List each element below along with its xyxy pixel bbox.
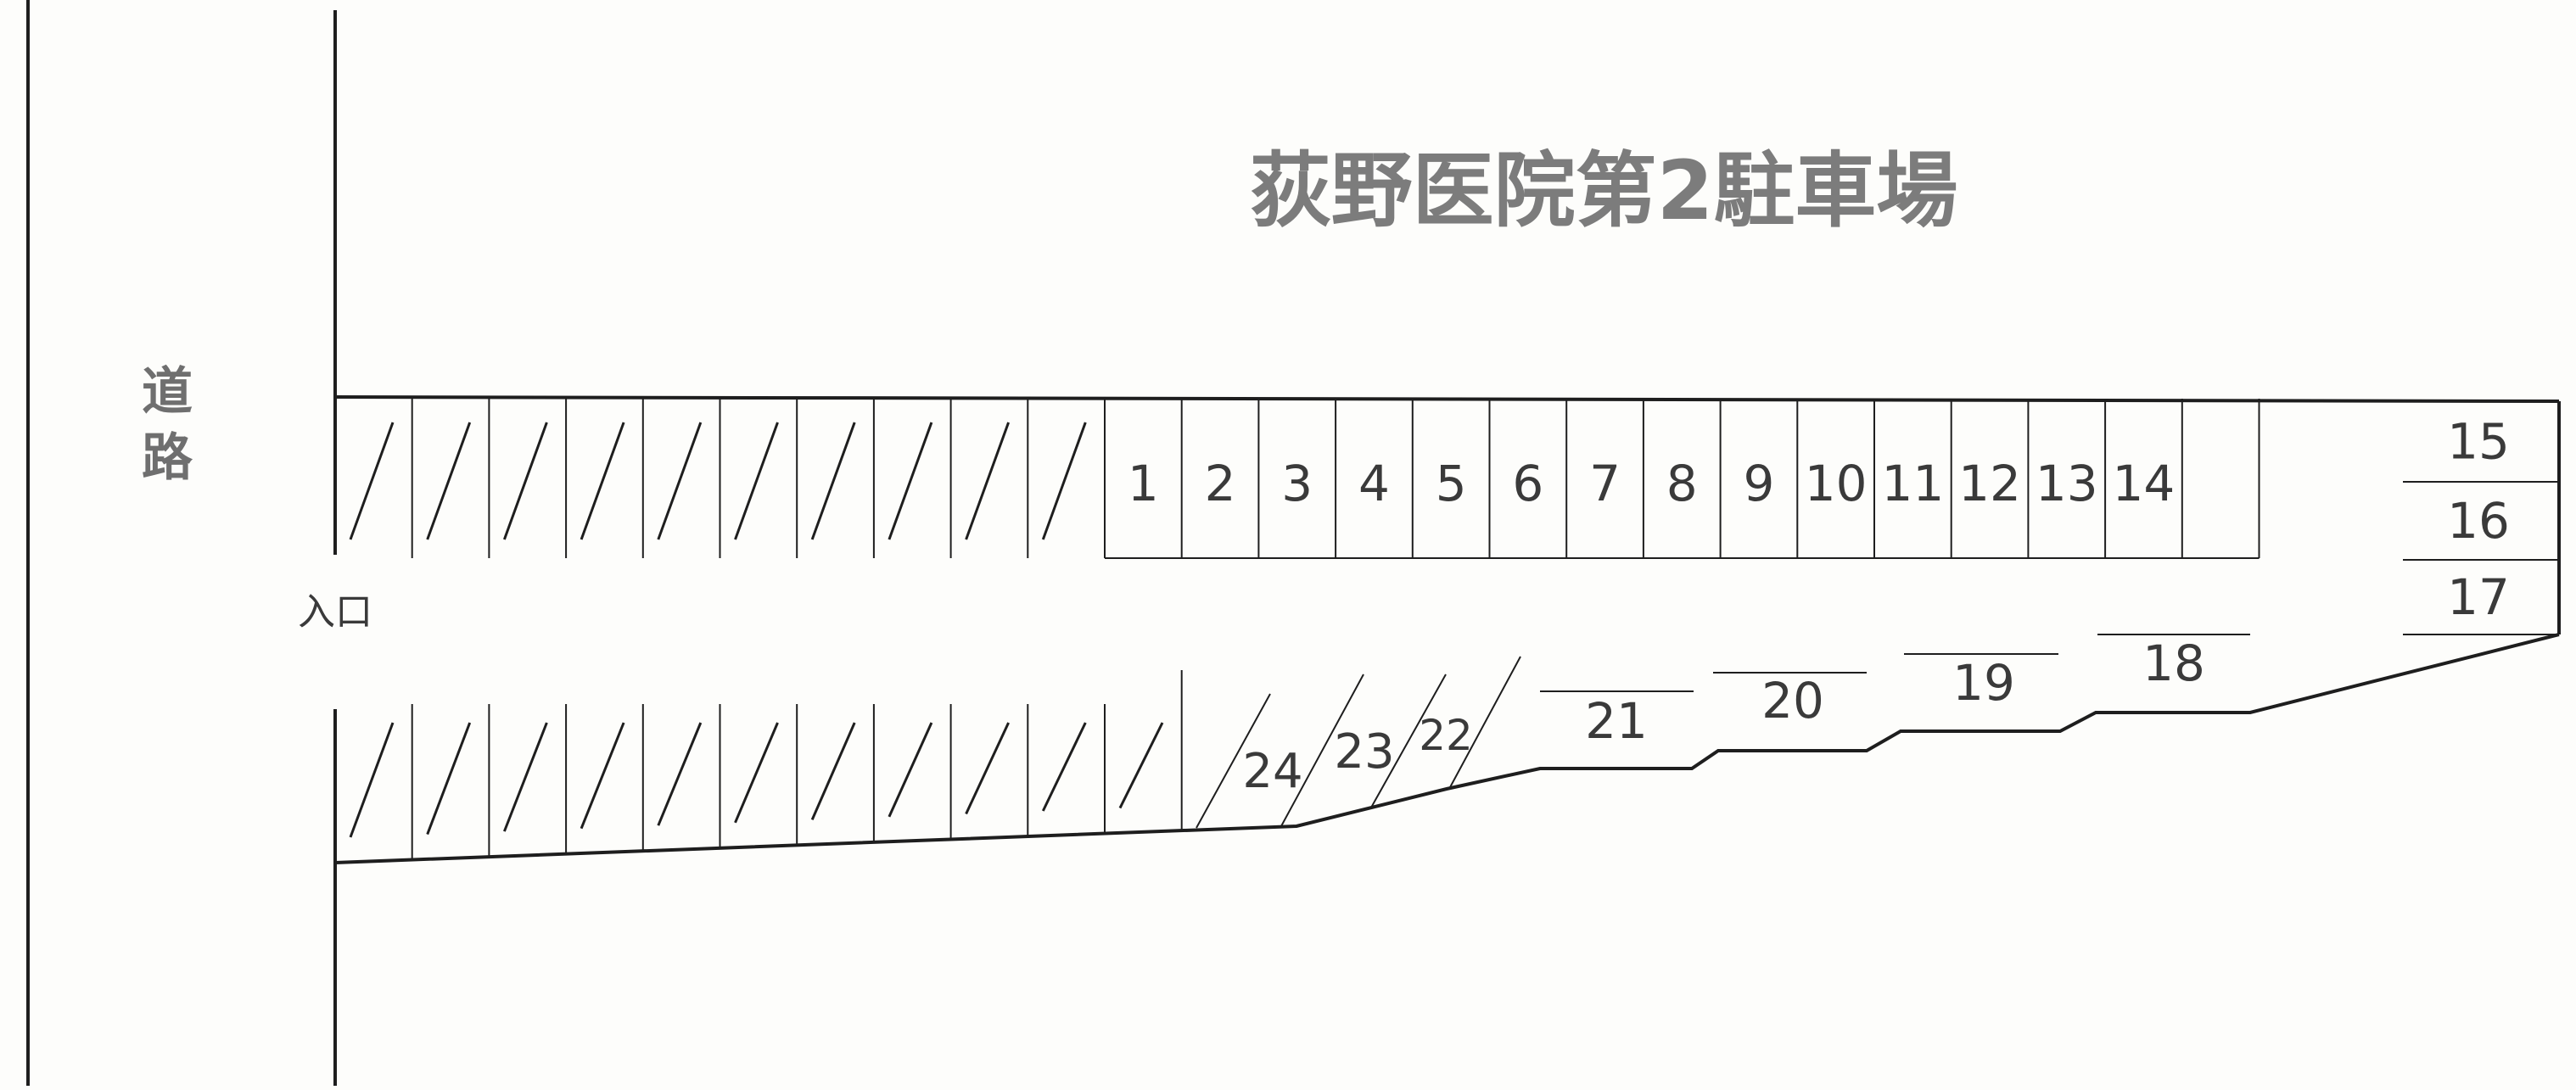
- parking-space-8: 8: [1666, 455, 1698, 512]
- angled-stall-divider: [1280, 674, 1364, 827]
- parking-space-23: 23: [1334, 724, 1394, 780]
- upper-hatch-mark: [580, 422, 625, 540]
- lower-hatch-mark: [1118, 722, 1164, 809]
- lower-hatch-mark: [734, 722, 779, 824]
- lot-lower-boundary: [334, 633, 2560, 864]
- parking-space-9: 9: [1743, 455, 1774, 512]
- parking-space-11: 11: [1881, 455, 1944, 512]
- upper-hatch-mark: [888, 422, 933, 540]
- lower-hatch-mark: [888, 722, 933, 818]
- parking-space-14: 14: [2113, 455, 2176, 512]
- parking-space-7: 7: [1589, 455, 1621, 512]
- lower-row: 18 19 20 21 22 23 24: [349, 634, 2250, 860]
- parking-space-20: 20: [1761, 672, 1824, 729]
- upper-hatch-mark: [1041, 422, 1087, 540]
- upper-hatch-mark: [349, 422, 395, 540]
- upper-hatch-mark: [657, 422, 703, 540]
- upper-hatch-mark: [965, 422, 1011, 540]
- parking-space-13: 13: [2036, 455, 2098, 512]
- lot-title: 荻野医院第2駐車場: [1250, 143, 1958, 238]
- parking-space-12: 12: [1958, 455, 2021, 512]
- lower-hatch-mark: [503, 722, 548, 832]
- upper-hatch-mark: [810, 422, 856, 540]
- parking-space-24: 24: [1242, 744, 1302, 799]
- angled-stall-divider: [1448, 656, 1521, 790]
- parking-space-16: 16: [2447, 492, 2510, 550]
- parking-space-4: 4: [1358, 455, 1390, 512]
- upper-hatch-mark: [734, 422, 779, 540]
- parking-space-17: 17: [2447, 568, 2510, 626]
- lower-hatch-mark: [349, 722, 395, 838]
- lower-hatch-mark: [965, 722, 1010, 815]
- parking-space-21: 21: [1585, 692, 1648, 750]
- right-column: 15 16 17: [2403, 413, 2559, 635]
- parking-space-22: 22: [1419, 711, 1473, 760]
- parking-space-2: 2: [1205, 455, 1236, 512]
- parking-space-6: 6: [1512, 455, 1543, 512]
- parking-space-3: 3: [1281, 455, 1313, 512]
- parking-space-10: 10: [1805, 455, 1868, 512]
- entrance-label: 入口: [298, 590, 372, 634]
- lower-hatch-mark: [657, 722, 703, 826]
- angled-stall-divider: [1196, 693, 1271, 829]
- parking-space-18: 18: [2142, 634, 2205, 692]
- lower-hatch-mark: [426, 722, 472, 836]
- lower-hatch-mark: [580, 722, 625, 830]
- lower-hatch-mark: [1041, 722, 1087, 812]
- upper-hatch-mark: [426, 422, 472, 540]
- angled-stall-divider: [1370, 674, 1447, 808]
- lot-top-border: [334, 395, 2560, 403]
- lower-hatch-mark: [810, 722, 856, 820]
- upper-hatch-mark: [502, 422, 548, 540]
- parking-space-15: 15: [2447, 413, 2510, 471]
- road-label: 道路: [142, 362, 193, 488]
- parking-space-1: 1: [1128, 455, 1159, 512]
- parking-space-19: 19: [1952, 654, 2015, 712]
- parking-space-5: 5: [1436, 455, 1467, 512]
